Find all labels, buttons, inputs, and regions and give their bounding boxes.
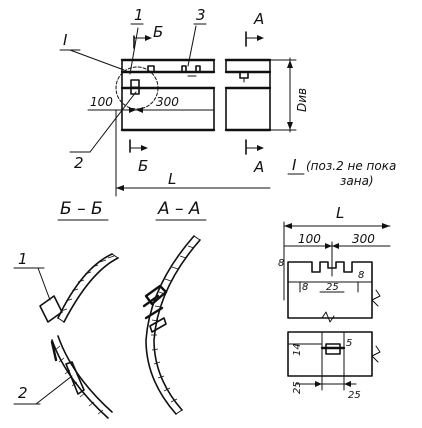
section-a-top-arrowhead [257, 35, 264, 41]
aa-cap-bottom [175, 409, 183, 415]
leader-3 [187, 25, 197, 67]
detail-upper-break [371, 289, 381, 307]
dim-d-arrow-top [287, 60, 293, 68]
aa-lug-line-2 [144, 306, 164, 320]
bb-upper-cap-2 [57, 317, 65, 323]
section-b-top-arrowhead [145, 35, 152, 41]
detail-lower-plate [287, 331, 373, 377]
notch-1 [147, 65, 155, 73]
detail-dim-25-left: 25 [292, 381, 303, 394]
section-aa-title: A – A [157, 199, 201, 219]
detail-note-text-1: (поз.2 не пока [306, 159, 396, 173]
detail-dim-300-label: 300 [352, 232, 375, 246]
section-a-bottom-label: A [253, 158, 264, 176]
aa-hatch [151, 245, 195, 403]
detail-note-label: I [292, 156, 297, 174]
detail-dim-14: 14 [292, 343, 303, 356]
bb-label-2: 2 [18, 384, 28, 402]
detail-circle [115, 66, 159, 110]
detail-dim-L-label: L [336, 204, 344, 222]
detail-note-text-2: зана) [340, 174, 374, 188]
detail-dim-8b: 8 [278, 258, 284, 269]
section-titles: Б – Б A – A [57, 199, 207, 221]
dim-L-label: L [168, 170, 176, 188]
bb-upper-hatch [60, 255, 115, 312]
detail-upper-cut [321, 311, 335, 323]
section-bb-view: 1 2 [13, 250, 119, 419]
bb-leader-1 [37, 267, 51, 301]
dim-100-arrow [129, 107, 136, 113]
bb-leader-2 [35, 375, 73, 405]
bb-upper-arc-outer [57, 253, 113, 319]
notch-2 [181, 65, 187, 73]
bb-plate-2 [65, 361, 85, 395]
label-2: 2 [74, 154, 84, 172]
bb-lower-arc-inner [57, 335, 113, 413]
leader-1 [129, 27, 139, 75]
label-1: 1 [134, 6, 144, 24]
aa-lug-bottom [149, 317, 167, 333]
label-I: I [63, 31, 68, 49]
section-b-top-label: Б [153, 23, 163, 41]
aa-lug-line-1 [142, 294, 160, 308]
detail-dim-5: 5 [346, 338, 352, 349]
dim-L-arrow [116, 185, 124, 191]
dim-300-label: 300 [156, 95, 179, 109]
label-3: 3 [196, 6, 206, 24]
section-b-bottom-label: Б [138, 157, 148, 175]
bb-lower-thick [50, 340, 58, 362]
section-bb-title: Б – Б [60, 199, 103, 219]
detail-dim-8c: 8 [358, 270, 364, 281]
detail-dim-300-arrow [332, 243, 339, 249]
bb-label-1: 1 [18, 250, 28, 268]
detail-lower-break [371, 345, 381, 363]
detail-dim-bottom-arrow-2 [344, 381, 351, 387]
detail-view: L 100 300 8 8 8 25 14 5 [278, 204, 391, 401]
main-view: Dив I 1 Б Б 3 A A [59, 6, 309, 197]
dim-300-arrow-left [136, 107, 143, 113]
detail-dim-L-arrow-left [284, 223, 292, 229]
detail-dim-L-arrow-right [382, 223, 390, 229]
dim-d-arrow-bottom [287, 122, 293, 130]
dim-100-label: 100 [90, 95, 113, 109]
aa-arc-inner [153, 239, 201, 411]
leader-I [69, 49, 125, 71]
section-b-bottom-arrowhead [141, 145, 148, 151]
section-a-top-label: A [253, 10, 264, 28]
detail-dim-25-right: 25 [348, 390, 361, 401]
detail-dim-bottom-arrow-1 [315, 381, 322, 387]
section-a-bottom-arrowhead [257, 145, 264, 151]
dim-d-label: Dив [295, 88, 309, 112]
detail-dim-8a: 8 [302, 282, 308, 293]
bb-upper-cap [111, 253, 119, 259]
detail-dim-100-label: 100 [298, 232, 321, 246]
aa-arc-outer [145, 235, 195, 415]
leader-2 [89, 91, 137, 153]
detail-upper-plate [287, 261, 373, 319]
detail-note: I (поз.2 не пока зана) [287, 156, 396, 188]
aa-cap-top [193, 235, 201, 241]
section-aa-view [142, 235, 201, 415]
detail-dim-25: 25 [326, 282, 339, 293]
bb-upper-arc-inner [63, 257, 119, 323]
notch-3 [195, 65, 201, 73]
detail-dim-100-arrow [325, 243, 332, 249]
